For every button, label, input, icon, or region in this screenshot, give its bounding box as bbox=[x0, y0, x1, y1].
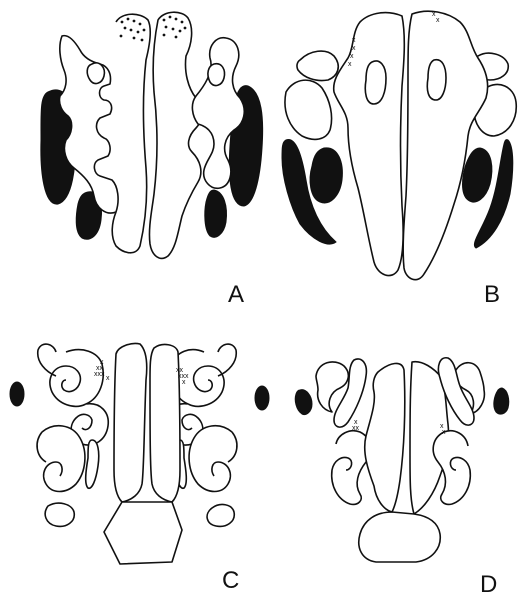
svg-text:x: x bbox=[106, 375, 110, 382]
panel-b-right-central-outline bbox=[403, 11, 487, 279]
panel-d-left-central-outline bbox=[365, 363, 405, 512]
svg-text:x: x bbox=[100, 359, 104, 366]
panel-a-right-inner-lobe bbox=[208, 64, 225, 86]
panel-c-right-lower-scroll bbox=[189, 426, 237, 492]
svg-text:x: x bbox=[354, 419, 358, 426]
panel-c-label: C bbox=[222, 567, 239, 594]
panel-a-left-central-outline bbox=[59, 14, 150, 253]
panel-a-label: A bbox=[228, 281, 244, 308]
svg-text:x: x bbox=[352, 37, 356, 44]
panel-c-left-central-outline bbox=[114, 343, 147, 502]
panel-b-label: B bbox=[484, 281, 500, 308]
panel-a-right-lower-black-mass bbox=[205, 190, 227, 237]
panel-a-left-inner-lobe bbox=[87, 63, 104, 84]
panel-d-left-marks: xx x bbox=[352, 419, 360, 432]
panel-c-left-small-lobe bbox=[45, 503, 74, 526]
panel-a-right-central-outline bbox=[149, 12, 201, 258]
panel-b-left-black-oval bbox=[310, 148, 342, 203]
panel-b-left-inner-hole bbox=[365, 61, 386, 104]
panel-d: xx x x x D bbox=[295, 358, 509, 598]
panel-b-left-central-outline bbox=[334, 13, 405, 276]
svg-text:x: x bbox=[352, 45, 356, 52]
panel-c-left-lower-strip bbox=[86, 440, 99, 488]
svg-text:x: x bbox=[348, 61, 352, 68]
panel-a: A bbox=[41, 12, 263, 308]
panel-b-left-upper-lobe bbox=[297, 51, 338, 80]
panel-c-right-small-lobe bbox=[207, 505, 234, 527]
panel-c-left-lower-scroll bbox=[37, 426, 85, 492]
svg-text:xxx: xxx bbox=[94, 371, 105, 378]
svg-text:xx: xx bbox=[352, 425, 360, 432]
svg-text:x: x bbox=[350, 53, 354, 60]
panel-c-base-pentagon bbox=[104, 502, 182, 564]
panel-b-right-black-oval bbox=[463, 148, 492, 202]
svg-text:x: x bbox=[442, 429, 446, 436]
svg-text:x: x bbox=[436, 17, 440, 24]
panel-b-right-inner-hole bbox=[427, 60, 446, 100]
panel-d-base-shape bbox=[359, 512, 440, 562]
svg-text:x: x bbox=[182, 379, 186, 386]
panel-c: xx xxx x x xx xxx x C bbox=[10, 343, 269, 594]
panel-d-right-black-oval bbox=[494, 388, 509, 414]
panel-c-right-black-oval bbox=[255, 386, 269, 410]
panel-d-left-black-oval bbox=[295, 390, 312, 415]
panel-b-left-middle-lobe bbox=[285, 80, 332, 139]
panel-d-label: D bbox=[480, 571, 497, 598]
panel-c-left-black-oval bbox=[10, 382, 24, 406]
panel-b: x x x x x x B bbox=[282, 11, 516, 308]
